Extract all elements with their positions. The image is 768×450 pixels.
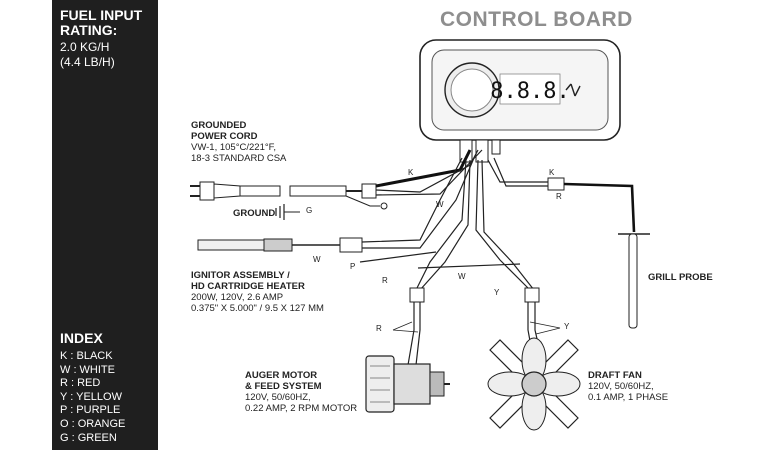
fuel-input-title: FUEL INPUT RATING:: [60, 8, 142, 38]
diagram-title: CONTROL BOARD: [440, 8, 633, 31]
wire-tag-r: R: [376, 324, 382, 333]
fuel-rate-kg: 2.0 KG/H: [60, 40, 110, 54]
fuel-rate-lb: (4.4 LB/H): [60, 55, 115, 69]
color-index-list: K : BLACK W : WHITE R : RED Y : YELLOW P…: [60, 350, 125, 445]
sidebar-panel: FUEL INPUT RATING: 2.0 KG/H (4.4 LB/H) I…: [52, 0, 158, 450]
index-item: Y : YELLOW: [60, 390, 122, 403]
wire-tag-w: W: [436, 200, 444, 209]
auger-motor-label: AUGER MOTOR & FEED SYSTEM 120V, 50/60HZ,…: [245, 370, 358, 414]
wire-harness: [359, 159, 561, 366]
signal-icon: [565, 83, 581, 97]
index-title: INDEX: [60, 330, 103, 346]
grill-probe-assembly: [487, 157, 650, 329]
wire-tag-y: Y: [494, 288, 500, 297]
ignitor-label: IGNITOR ASSEMBLY / HD CARTRIDGE HEATER 2…: [191, 270, 324, 314]
draft-fan-label: DRAFT FAN 120V, 50/60HZ, 0.1 AMP, 1 PHAS…: [588, 370, 669, 403]
fuel-rate: 2.0 KG/H (4.4 LB/H): [60, 40, 115, 70]
index-item: O : ORANGE: [60, 417, 126, 430]
wire-tag-p: P: [350, 262, 356, 271]
index-item: W : WHITE: [60, 363, 115, 376]
wire-tag-y: Y: [564, 322, 570, 331]
wire-tag-k: K: [408, 168, 414, 177]
led-display: 8.8.8.: [490, 79, 569, 104]
power-cord-label: GROUNDED POWER CORD VW-1, 105°C/221°F, 1…: [191, 120, 287, 164]
fuel-title-line2: RATING:: [60, 22, 118, 38]
probe-rod-icon: [628, 233, 638, 329]
wire-tag-g: G: [306, 206, 313, 215]
draft-fan-icon: [487, 337, 581, 431]
wire-tag-w: W: [458, 272, 466, 281]
wire-tag-r: R: [382, 276, 388, 285]
grill-probe-label: GRILL PROBE: [648, 272, 713, 283]
wire-tag-r: R: [556, 192, 562, 201]
index-item: G : GREEN: [60, 431, 117, 444]
ground-icon: [275, 204, 300, 220]
fuel-title-line1: FUEL INPUT: [60, 7, 143, 23]
auger-motor-icon: [365, 355, 450, 413]
ignitor-heater: [197, 157, 475, 253]
index-item: P : PURPLE: [60, 404, 121, 417]
power-cord: [190, 149, 483, 210]
index-item: R : RED: [60, 377, 101, 390]
ground-label: GROUND: [233, 208, 276, 219]
wire-tag-k: K: [549, 168, 555, 177]
wire-tag-w: W: [313, 255, 321, 264]
index-item: K : BLACK: [60, 350, 113, 362]
power-plug-icon: [199, 181, 215, 201]
control-board: 8.8.8.: [419, 39, 621, 163]
